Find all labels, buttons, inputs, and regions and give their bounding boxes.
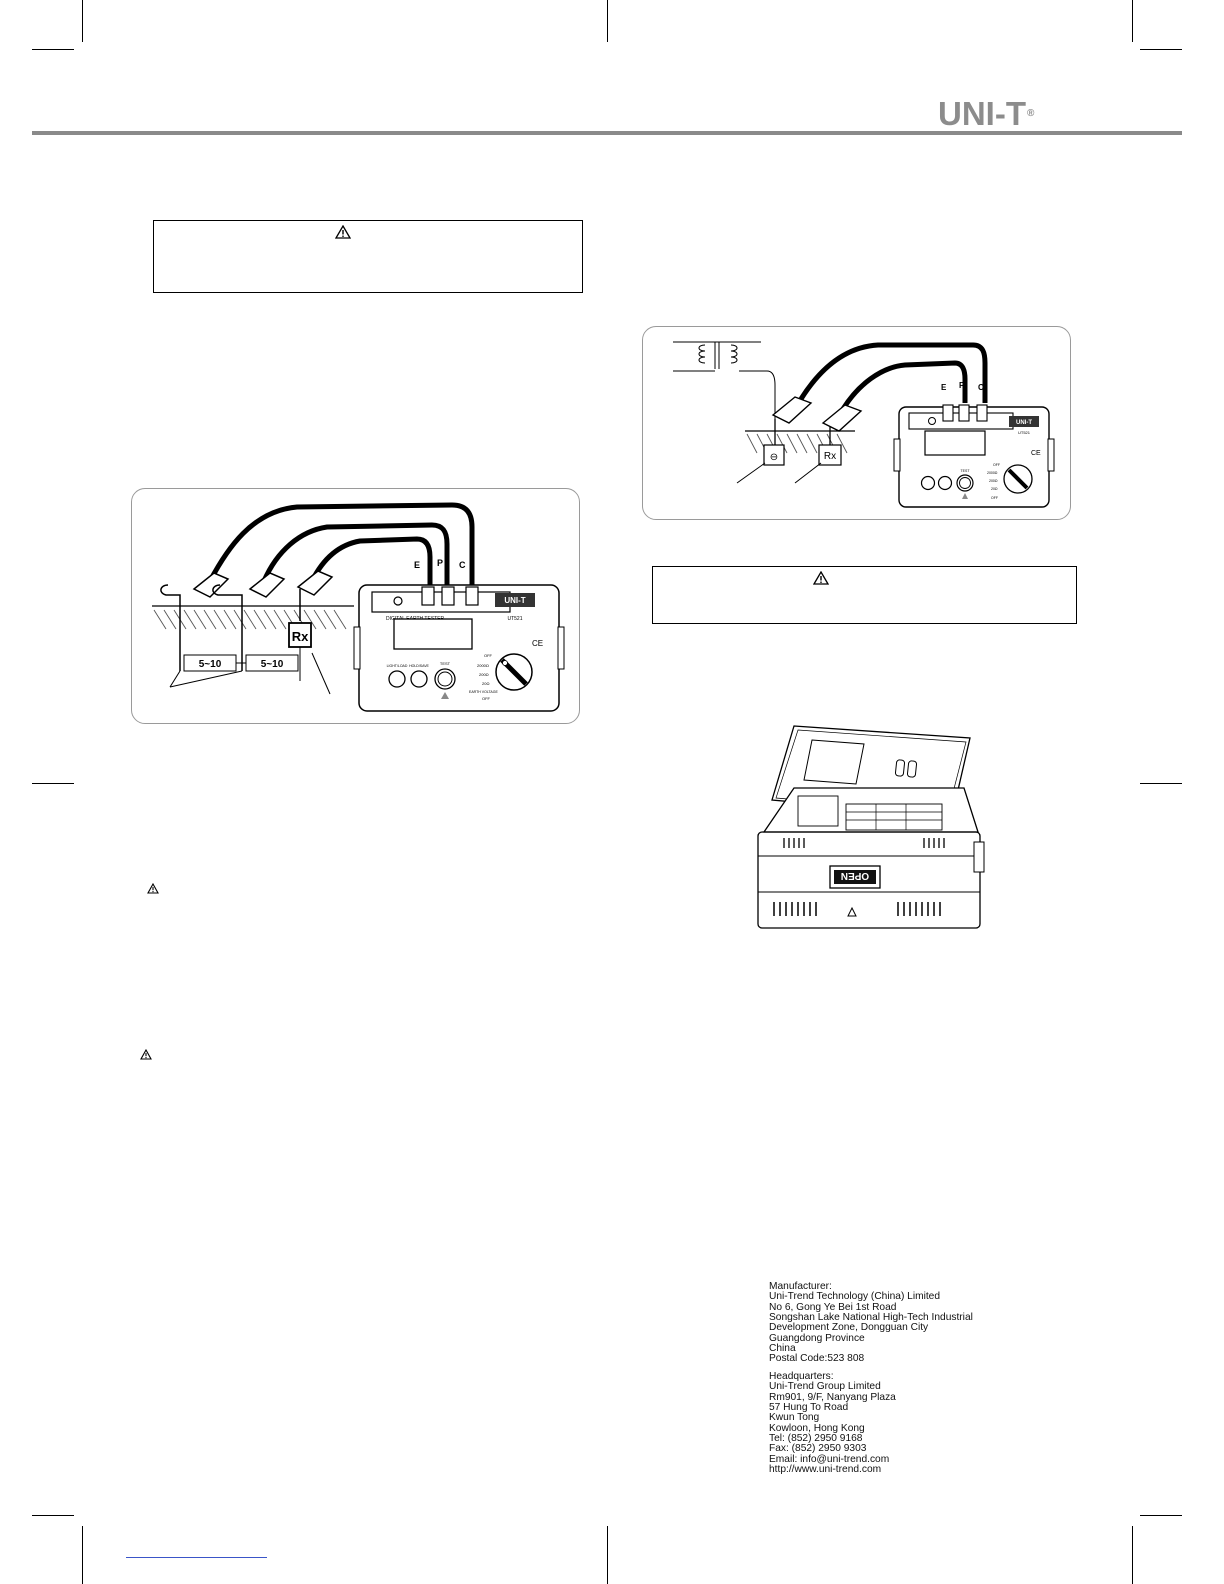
email-link[interactable]: Email: info@uni-trend.com <box>769 1453 890 1465</box>
button-test-label: TEST <box>961 469 971 473</box>
crop-mark <box>1140 49 1182 50</box>
crop-mark <box>32 1515 74 1516</box>
headquarters-address: Headquarters: Uni-Trend Group Limited Rm… <box>769 1371 896 1476</box>
terminal-c-label: C <box>459 560 466 570</box>
panel-model: UT521 <box>507 616 522 622</box>
button-hold-save-label: HOLD/SAVE <box>409 664 429 668</box>
warning-triangle-icon <box>147 883 159 894</box>
ce-mark: CE <box>1031 450 1041 457</box>
terminal-p-label: P <box>959 381 965 390</box>
warning-triangle-icon <box>140 1049 152 1060</box>
address-line: Guangdong Province <box>769 1332 865 1344</box>
address-line: Rm901, 9/F, Nanyang Plaza <box>769 1391 896 1403</box>
crop-mark <box>1140 1515 1182 1516</box>
warning-triangle-icon <box>335 225 351 239</box>
address-line: Development Zone, Dongguan City <box>769 1322 929 1334</box>
range-2000: 2000Ω <box>987 471 998 475</box>
crop-mark <box>1140 783 1182 784</box>
brand-logo-text: UNI-T <box>938 95 1026 132</box>
range-off-bottom: OFF <box>482 696 491 701</box>
phone-line: Tel: (852) 2950 9168 <box>769 1433 863 1445</box>
address-line: Postal Code:523 808 <box>769 1353 865 1365</box>
distance-label-2: 5~10 <box>261 659 284 670</box>
rx-label: Rx <box>292 629 309 644</box>
panel-model: UT521 <box>1018 430 1031 435</box>
header-rule <box>32 131 1182 135</box>
range-200: 200Ω <box>479 672 489 677</box>
figure-earth-measurement: 5~10 5~10 Rx E P C DIGITAL EARTH TESTER … <box>131 488 580 724</box>
warning-box-right <box>652 566 1077 624</box>
terminal-c-label: C <box>978 383 984 392</box>
rx-label: Rx <box>824 451 836 462</box>
address-line: Kowloon, Hong Kong <box>769 1422 865 1434</box>
crop-mark <box>607 0 608 42</box>
button-test-label: TEST <box>440 661 451 666</box>
terminal-e-label: E <box>941 383 947 392</box>
manufacturer-address: Manufacturer: Uni-Trend Technology (Chin… <box>769 1281 973 1365</box>
simple-measurement-diagram: ⊖ Rx E P C UNI-T UT521 CE TEST OFF 2000Ω… <box>673 341 1055 508</box>
crop-mark <box>32 783 74 784</box>
headquarters-heading: Headquarters: <box>769 1371 834 1382</box>
warning-box-left <box>153 220 583 293</box>
panel-brand: UNI-T <box>504 596 525 605</box>
crop-mark <box>1132 1526 1133 1584</box>
range-off-top: OFF <box>484 653 493 658</box>
range-20: 20Ω <box>482 681 489 686</box>
range-voltage: EARTH VOLTAGE <box>469 690 498 694</box>
manufacturer-heading: Manufacturer: <box>769 1281 832 1292</box>
range-2000: 2000Ω <box>477 663 489 668</box>
crop-mark <box>82 0 83 42</box>
fax-line: Fax: (852) 2950 9303 <box>769 1443 867 1455</box>
address-line: China <box>769 1343 796 1355</box>
terminal-e-label: E <box>414 560 420 570</box>
address-line: No 6, Gong Ye Bei 1st Road <box>769 1301 897 1313</box>
figure-simple-measurement: ⊖ Rx E P C UNI-T UT521 CE TEST OFF 2000Ω… <box>642 326 1071 520</box>
brand-logo: UNI-T® <box>938 95 1035 132</box>
earth-measurement-diagram: 5~10 5~10 Rx E P C DIGITAL EARTH TESTER … <box>152 502 565 712</box>
ground-symbol: ⊖ <box>770 452 778 463</box>
address-line: Kwun Tong <box>769 1412 820 1424</box>
crop-mark <box>82 1526 83 1584</box>
warning-triangle-icon <box>813 571 829 585</box>
crop-mark <box>32 49 74 50</box>
open-latch-label: OPEN <box>841 870 869 881</box>
range-200: 200Ω <box>989 479 998 483</box>
registered-mark: ® <box>1026 108 1035 119</box>
range-20: 20Ω <box>991 487 998 491</box>
range-off-bottom: OFF <box>991 496 998 500</box>
panel-brand: UNI-T <box>1016 420 1032 426</box>
crop-mark <box>607 1526 608 1584</box>
button-light-load-label: LIGHT/LOAD <box>387 664 408 668</box>
range-off-top: OFF <box>993 463 1000 467</box>
address-line: Uni-Trend Technology (China) Limited <box>769 1291 941 1303</box>
crop-mark <box>1132 0 1133 42</box>
website-link[interactable]: http://www.uni-trend.com <box>769 1464 882 1476</box>
address-line: 57 Hung To Road <box>769 1402 849 1414</box>
ce-mark: CE <box>532 639 543 648</box>
distance-label-1: 5~10 <box>199 659 222 670</box>
footer-link-underline <box>126 1557 267 1558</box>
battery-compartment-diagram: OPEN <box>757 725 985 929</box>
terminal-p-label: P <box>437 558 443 568</box>
address-line: Uni-Trend Group Limited <box>769 1381 881 1393</box>
address-line: Songshan Lake National High-Tech Industr… <box>769 1312 973 1324</box>
